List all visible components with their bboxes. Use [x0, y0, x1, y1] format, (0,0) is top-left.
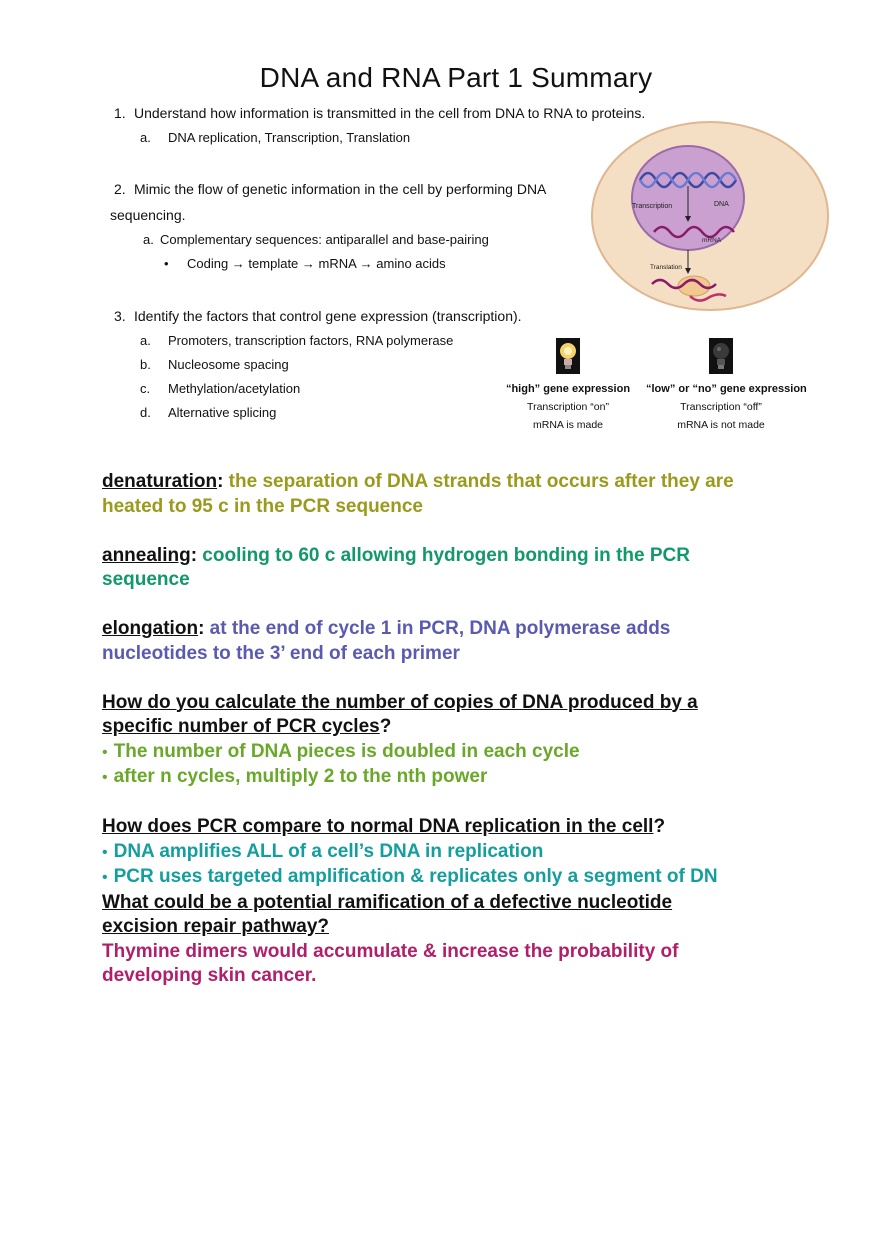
gene-expression-comparison: “high” gene expression Transcription “on…: [498, 338, 807, 438]
question-1: How do you calculate the number of copie…: [102, 691, 698, 713]
answer-3-cont: developing skin cancer.: [102, 965, 317, 986]
answer-3: Thymine dimers would accumulate & increa…: [102, 940, 679, 962]
question-3-cont: excision repair pathway?: [102, 916, 330, 937]
translation-label: Translation: [650, 264, 682, 271]
dna-label: DNA: [714, 201, 729, 208]
high-expression-caption: “high” gene expression: [505, 383, 631, 395]
objective-text: Identify the factors that control gene e…: [134, 308, 522, 324]
question-2: How does PCR compare to normal DNA repli…: [102, 816, 666, 837]
objective-number: 3.: [114, 308, 126, 324]
objective-1: 1. Understand how information is transmit…: [114, 104, 645, 122]
mrna-label: mRNA: [702, 237, 722, 244]
high-expression-line2: mRNA is made: [532, 419, 604, 431]
cell-diagram: Transcription DNA mRNA Translation: [591, 121, 829, 311]
question-3: What could be a potential ramification o…: [102, 891, 673, 913]
objective-text: Mimic the flow of genetic information in…: [134, 181, 547, 197]
objective-text: Understand how information is transmitte…: [134, 105, 646, 121]
mrna-strand: [653, 225, 735, 239]
elongation-definition-cont: nucleotides to the 3’ end of each primer: [102, 642, 460, 664]
objective-2: 2. Mimic the flow of genetic information …: [114, 180, 546, 198]
annealing-definition: annealing: cooling to 60 c allowing hydr…: [102, 544, 690, 566]
transcription-label: Transcription: [632, 203, 672, 210]
cytoplasm-mrna: [651, 278, 717, 290]
study-notes: denaturation: the separation of DNA stra…: [102, 470, 802, 989]
objective-3: 3. Identify the factors that control gene…: [114, 307, 522, 325]
objective-2-continued: sequencing.: [110, 207, 186, 223]
objective-number: 2.: [114, 181, 126, 197]
unlit-bulb-icon: [709, 338, 733, 374]
objective-number: 1.: [114, 105, 126, 121]
translation-arrowhead: [685, 268, 691, 274]
low-expression-line1: Transcription “off”: [680, 401, 762, 413]
denaturation-definition: denaturation: the separation of DNA stra…: [102, 471, 734, 492]
elongation-definition: elongation: at the end of cycle 1 in PCR…: [102, 618, 671, 639]
high-expression: “high” gene expression Transcription “on…: [498, 338, 638, 431]
transcription-arrowhead: [685, 216, 691, 222]
page-title: DNA and RNA Part 1 Summary: [259, 62, 653, 93]
answer-1a: •The number of DNA pieces is doubled in …: [102, 740, 580, 762]
low-expression: “low” or “no” gene expression Transcript…: [646, 338, 807, 431]
annealing-definition-cont: sequence: [102, 569, 190, 590]
low-expression-line2: mRNA is not made: [677, 419, 765, 431]
answer-1b: •after n cycles, multiply 2 to the nth p…: [102, 766, 488, 787]
dna-strand-b: [638, 171, 738, 189]
question-1-cont: specific number of PCR cycles?: [102, 716, 392, 737]
high-expression-line1: Transcription “on”: [527, 401, 609, 413]
denaturation-definition-cont: heated to 95 c in the PCR sequence: [102, 495, 423, 517]
protein-chain: [689, 293, 727, 302]
low-expression-caption: “low” or “no” gene expression: [646, 383, 807, 395]
lit-bulb-icon: [556, 338, 580, 374]
answer-2a: •DNA amplifies ALL of a cell’s DNA in re…: [102, 840, 544, 862]
answer-2b: •PCR uses targeted amplification & repli…: [102, 866, 718, 887]
